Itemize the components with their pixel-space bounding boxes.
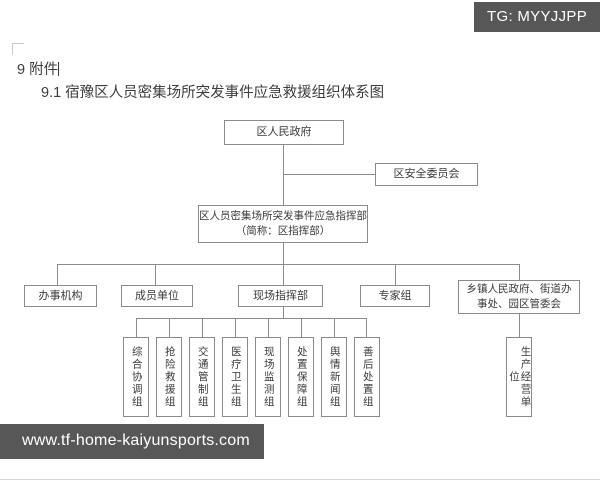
edge-township-to-production-unit	[519, 314, 520, 337]
edge-drop-office	[57, 264, 58, 285]
node-work-group-1: 综合协调组	[123, 337, 149, 417]
edge-drop-group-4	[235, 318, 236, 337]
node-work-group-6: 处置保障组	[288, 337, 314, 417]
edge-government-to-command-hq	[283, 145, 284, 205]
node-command-hq: 区人员密集场所突发事件应急指挥部 （简称：区指挥部）	[198, 205, 368, 243]
node-township-line1: 乡镇人民政府、街道办	[466, 282, 572, 295]
edge-drop-field-command	[283, 264, 284, 285]
node-work-group-5: 现场监测组	[255, 337, 281, 417]
edge-drop-group-3	[202, 318, 203, 337]
edge-government-to-safety-committee	[283, 174, 376, 175]
site-url-watermark: www.tf-home-kaiyunsports.com	[0, 424, 264, 459]
node-work-group-7: 舆情新闻组	[321, 337, 347, 417]
heading-1-text: 9 附件	[17, 62, 59, 78]
edge-drop-group-8	[366, 318, 367, 337]
node-safety-committee: 区安全委员会	[375, 163, 478, 186]
node-work-group-8: 善后处置组	[354, 337, 380, 417]
text-cursor	[58, 62, 60, 76]
node-township: 乡镇人民政府、街道办 事处、园区管委会	[458, 280, 580, 314]
edge-drop-group-2	[169, 318, 170, 337]
node-production-unit: 生产经营单位	[506, 337, 532, 417]
page-corner-mark	[12, 43, 24, 55]
node-government: 区人民政府	[224, 120, 344, 145]
edge-drop-expert-group	[395, 264, 396, 285]
edge-level2-bus	[57, 264, 520, 265]
node-work-group-4: 医疗卫生组	[222, 337, 248, 417]
edge-drop-member-units	[155, 264, 156, 285]
edge-drop-group-1	[136, 318, 137, 337]
node-work-group-3: 交通管制组	[189, 337, 215, 417]
section-subtitle: 9.1 宿豫区人员密集场所突发事件应急救援组织体系图	[41, 85, 385, 101]
telegram-handle-badge: TG: MYYJJPP	[474, 2, 600, 32]
node-field-command: 现场指挥部	[238, 285, 323, 307]
page-title: 9 附件	[17, 58, 60, 79]
edge-work-groups-bus	[136, 318, 366, 319]
edge-field-command-trunk	[283, 307, 284, 319]
edge-drop-township	[519, 264, 520, 280]
node-command-hq-line1: 区人员密集场所突发事件应急指挥部	[199, 209, 367, 222]
edge-drop-group-6	[301, 318, 302, 337]
edge-drop-group-5	[268, 318, 269, 337]
edge-drop-group-7	[334, 318, 335, 337]
node-expert-group: 专家组	[360, 285, 430, 307]
edge-command-hq-trunk	[283, 243, 284, 265]
node-command-hq-line2: （简称：区指挥部）	[235, 225, 331, 237]
node-work-group-2: 抢险救援组	[156, 337, 182, 417]
node-member-units: 成员单位	[121, 285, 193, 307]
node-office: 办事机构	[24, 285, 97, 307]
node-township-line2: 事处、园区管委会	[477, 298, 561, 310]
